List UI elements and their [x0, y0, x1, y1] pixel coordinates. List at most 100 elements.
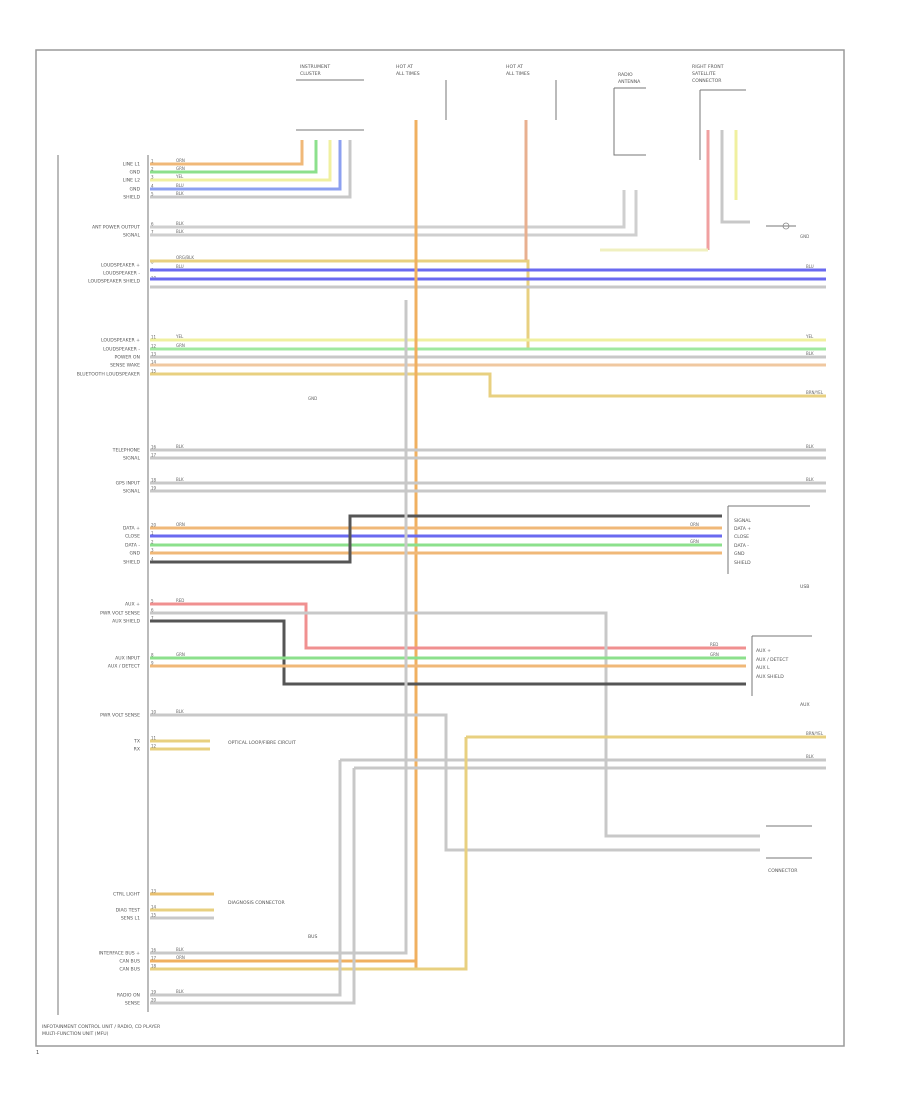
component-label-line: INSTRUMENT	[300, 64, 330, 70]
pin-number: 5	[151, 192, 154, 197]
pin-label: LOUDSPEAKER -	[103, 347, 140, 353]
pin-number: 13	[151, 352, 157, 357]
wire-cluster-2	[150, 140, 318, 174]
pin-label: GPS INPUT	[116, 481, 141, 487]
tag-grn-aux-right: GRN	[710, 652, 719, 657]
wire-aux-plus	[150, 602, 746, 650]
pin-number: 3	[151, 548, 154, 553]
pin-label: AUX SHIELD	[112, 619, 140, 625]
pin-label: TX	[133, 739, 140, 745]
pin-label: LINE L1	[123, 162, 140, 168]
component-label-line: DATA +	[734, 526, 751, 532]
pin-number: 2	[151, 540, 154, 545]
pin-label: RX	[134, 747, 140, 753]
component-label-line: RIGHT FRONT	[692, 64, 724, 70]
note-optical: OPTICAL LOOP/FIBRE CIRCUIT	[228, 740, 296, 746]
tag-grn-usb-right: GRN	[690, 539, 699, 544]
pin-number: 16	[151, 948, 157, 953]
pin-number: 11	[151, 335, 157, 340]
component-label-line: AUX / DETECT	[756, 657, 788, 663]
wire-antenna-2	[150, 190, 638, 237]
aux-tag: AUX	[800, 702, 810, 708]
tag-blk-tel: BLK	[176, 444, 184, 449]
pin-label: CTRL LIGHT	[113, 892, 140, 898]
tag-blk-ibus: BLK	[176, 947, 184, 952]
pin-label: PWR VOLT SENSE	[100, 611, 140, 617]
component-label-line: RADIO	[618, 72, 633, 78]
tag-orgblk-1: ORG/BLK	[176, 255, 194, 260]
pin-label: INTERFACE BUS +	[99, 951, 140, 957]
wire-antenna-1	[150, 190, 626, 229]
component-label-line: ALL TIMES	[396, 71, 420, 77]
tag-blu-1: BLU	[176, 183, 184, 188]
pin-label: LOUDSPEAKER -	[103, 271, 140, 277]
pin-number: 4	[151, 557, 154, 562]
pin-label: SENSE	[125, 1001, 140, 1007]
pin-label: GND	[129, 187, 140, 193]
pin-number: 7	[151, 616, 154, 621]
component-label-line: ALL TIMES	[506, 71, 530, 77]
pin-number: 11	[151, 736, 157, 741]
pin-number: 12	[151, 744, 157, 749]
tag-red-aux: RED	[176, 598, 184, 603]
pin-number: 9	[151, 661, 154, 666]
pin-label: SENS L1	[121, 916, 140, 922]
tag-orange-usb-right: ORN	[690, 522, 699, 527]
component-instrument-cluster: INSTRUMENT CLUSTER	[296, 64, 364, 131]
wire-speaker-a	[150, 259, 530, 348]
pin-label: GND	[129, 170, 140, 176]
footer-line-1: INFOTAINMENT CONTROL UNIT / RADIO, CD PL…	[42, 1024, 161, 1030]
pin-number: 12	[151, 344, 157, 349]
pin-label: AUX INPUT	[115, 656, 140, 662]
pin-number: 15	[151, 913, 157, 918]
wire-pwr-sense	[150, 611, 760, 838]
wire-group	[150, 120, 826, 1005]
pin-number: 15	[151, 369, 157, 374]
tag-orange-usb: ORN	[176, 522, 185, 527]
component-outline	[751, 635, 812, 696]
wire-cluster-3	[150, 140, 332, 182]
pin-label: SHIELD	[123, 195, 140, 201]
component-label-line: CLUSTER	[300, 71, 322, 77]
pin-number: 1	[151, 531, 154, 536]
tag-yel-2: YEL	[175, 334, 184, 339]
pin-label: SENSE WAKE	[110, 363, 140, 369]
wire-sense-low	[150, 768, 356, 1005]
wire-bluetooth	[150, 372, 826, 398]
component-label-line: AUX L	[756, 665, 770, 671]
component-diag-connector: CONNECTOR	[766, 825, 812, 874]
pin-label: LOUDSPEAKER +	[101, 338, 140, 344]
pin-label: AUX / DETECT	[108, 664, 140, 670]
tag-blk-2: BLK	[176, 221, 184, 226]
wire-radio-on	[150, 760, 342, 997]
component-radio-antenna: RADIO ANTENNA	[613, 72, 646, 156]
ground-tag: GND	[800, 234, 809, 239]
pin-label: CAN BUS	[119, 959, 140, 965]
pin-number: 14	[151, 360, 157, 365]
tag-blk-gps: BLK	[176, 477, 184, 482]
tag-yel-1: YEL	[175, 174, 184, 179]
pin-number: 1	[151, 159, 154, 164]
pin-number: 7	[151, 230, 154, 235]
pin-label: SIGNAL	[123, 456, 140, 462]
component-outline	[727, 505, 810, 574]
component-label-line: CONNECTOR	[692, 78, 722, 84]
tag-orange-1: ORN	[176, 158, 185, 163]
pin-label: SHIELD	[123, 560, 140, 566]
pin-label: LOUDSPEAKER SHIELD	[88, 279, 140, 285]
pin-label: DATA +	[123, 526, 140, 532]
top-component-group: INSTRUMENT CLUSTER HOT AT ALL TIMES HOT …	[296, 64, 746, 160]
wire-pwr-volt-2	[150, 713, 760, 852]
component-label-line: DATA -	[734, 543, 749, 549]
pin-label: LOUDSPEAKER +	[101, 263, 140, 269]
pin-number: 20	[151, 523, 157, 528]
wire-aux-shield	[150, 619, 746, 686]
pin-label: RADIO ON	[117, 993, 140, 999]
tag-brnyel-right: BRN/YEL	[806, 390, 824, 395]
connector-tag: CONNECTOR	[768, 868, 798, 874]
pin-label: CLOSE	[125, 534, 140, 540]
pin-number: 3	[151, 175, 154, 180]
tag-blu-2: BLU	[176, 264, 184, 269]
component-label-line: GND	[734, 551, 745, 557]
